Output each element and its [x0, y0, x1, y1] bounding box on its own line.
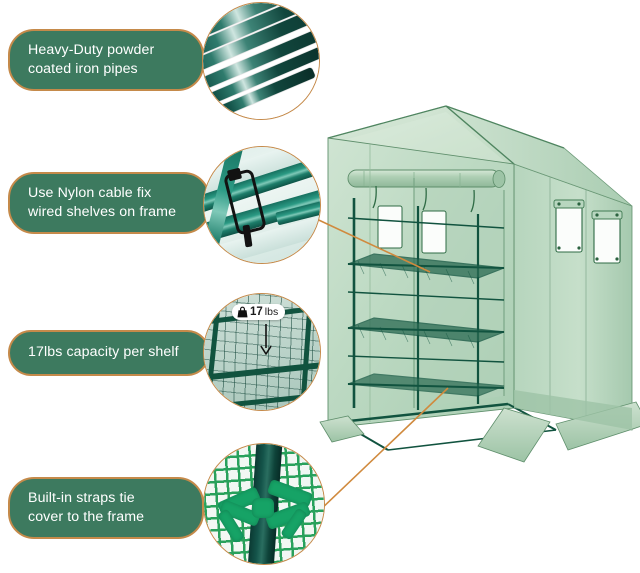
callout-pill-built-in-straps[interactable]: Built-in straps tie cover to the frame [8, 477, 204, 539]
callout-text-built-in-straps: Built-in straps tie cover to the frame [28, 490, 145, 525]
callout-pill-nylon-cable-ties[interactable]: Use Nylon cable fix wired shelves on fra… [8, 172, 210, 234]
weight-badge: 17 lbs [232, 304, 286, 320]
detail-circle-shelf-capacity: 17 lbs [203, 293, 321, 411]
detail-circle-strap-bow [203, 443, 325, 565]
callout-text-heavy-duty-pipes: Heavy-Duty powder coated iron pipes [28, 42, 155, 77]
callout-text-nylon-cable-ties: Use Nylon cable fix wired shelves on fra… [28, 185, 177, 220]
weight-unit: lbs [264, 306, 279, 318]
side-vent-window-1 [553, 199, 585, 253]
floor-flap-front [477, 407, 551, 463]
front-vent-window-1 [377, 205, 403, 249]
iron-pipes-photo [203, 3, 319, 119]
nylon-cable-tie-photo [204, 147, 320, 263]
callout-pill-shelf-capacity[interactable]: 17lbs capacity per shelf [8, 330, 210, 376]
side-vent-window-2 [591, 210, 623, 264]
greenhouse-product-image [319, 105, 640, 463]
strap-bow-photo [204, 444, 324, 564]
callout-pill-heavy-duty-pipes[interactable]: Heavy-Duty powder coated iron pipes [8, 29, 204, 91]
callout-text-shelf-capacity: 17lbs capacity per shelf [28, 344, 179, 361]
weight-value: 17 [250, 306, 263, 318]
down-arrow-icon [260, 324, 272, 355]
front-vent-window-2 [421, 210, 447, 254]
detail-circle-iron-pipes [202, 2, 320, 120]
weight-icon [237, 306, 248, 318]
detail-circle-cable-tie [203, 146, 321, 264]
rolled-door-flap [347, 169, 506, 213]
